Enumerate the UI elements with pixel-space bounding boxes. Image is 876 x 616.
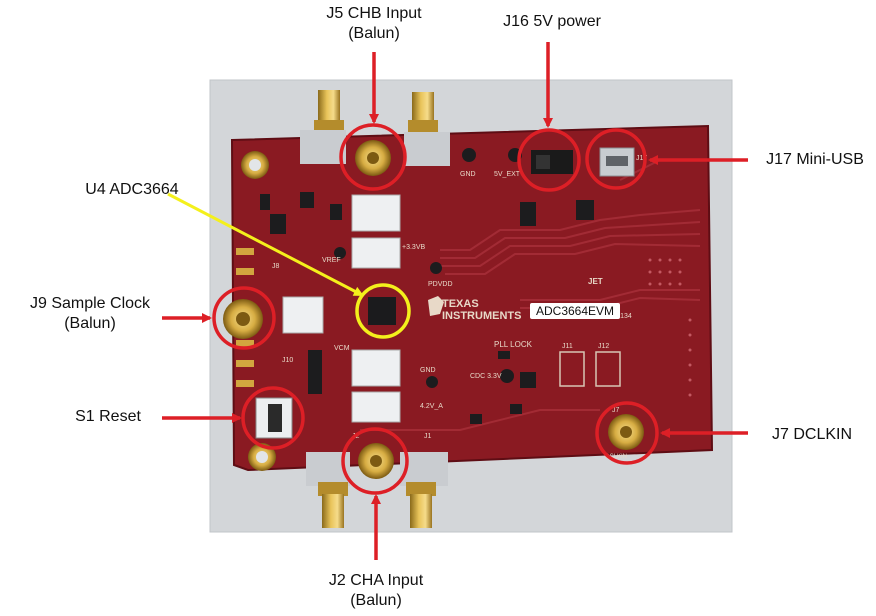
j9-highlight <box>212 286 276 350</box>
silk-cdc134: DC134 <box>610 313 632 320</box>
j2-label-line1: J2 CHA Input <box>328 572 424 589</box>
silk-5v-ext: 5V_EXT <box>494 171 521 178</box>
silk-j12: J12 <box>598 343 609 350</box>
silk-brand-1: TEXAS <box>442 298 479 310</box>
silk-vcm: VCM <box>334 345 350 352</box>
j5-label-line2: (Balun) <box>348 25 400 42</box>
j2-highlight <box>341 427 409 495</box>
silk-cdc: CDC 3.3V <box>470 373 502 380</box>
j2-label: J2 CHA Input (Balun) <box>318 571 434 611</box>
j7-highlight <box>595 401 659 465</box>
silk-j11: J11 <box>562 343 573 350</box>
j5-label: J5 CHB Input (Balun) <box>322 4 426 44</box>
silk-brand-2: INSTRUMENTS <box>442 310 521 322</box>
j5-highlight <box>339 123 407 191</box>
j5-label-line1: J5 CHB Input <box>326 5 422 22</box>
silk-gnd: GND <box>460 171 476 178</box>
silk-4v2: 4.2V_A <box>420 403 443 410</box>
silk-3v3: +3.3VB <box>402 244 425 251</box>
silk-j10: J10 <box>282 357 293 364</box>
u4-highlight <box>355 283 411 339</box>
silk-j17: J17 <box>636 155 647 162</box>
u4-adc-chip <box>368 297 396 325</box>
j17-highlight <box>585 128 647 190</box>
silk-j8: J8 <box>272 263 280 270</box>
u4-label: U4 ADC3664 <box>85 181 179 198</box>
silk-vref: VREF <box>322 257 341 264</box>
j5-sma-connector <box>300 90 346 164</box>
j16-label: J16 5V power <box>503 13 601 30</box>
j9-label: J9 Sample Clock (Balun) <box>22 294 158 334</box>
j7-label: J7 DCLKIN <box>771 426 853 443</box>
j2-label-line2: (Balun) <box>350 592 402 609</box>
model-tag: ADC3664EVM <box>530 303 621 319</box>
silk-pll-lock: PLL LOCK <box>494 340 533 349</box>
silk-dclkin: DCLKIN <box>605 454 627 460</box>
j9-label-line1: J9 Sample Clock <box>29 295 151 312</box>
silk-pdvdd: PDVDD <box>428 281 453 288</box>
j17-label: J17 Mini-USB <box>766 151 864 168</box>
silk-j1: J1 <box>424 433 432 440</box>
silk-jet: JET <box>588 277 603 286</box>
silk-gnd-2: GND <box>420 367 436 374</box>
silk-j7: J7 <box>612 407 620 414</box>
j9-label-line2: (Balun) <box>64 315 116 332</box>
s1-highlight <box>241 386 305 450</box>
j16-highlight <box>517 128 581 192</box>
u4-arrow <box>167 192 364 297</box>
s1-label: S1 Reset <box>75 408 141 425</box>
